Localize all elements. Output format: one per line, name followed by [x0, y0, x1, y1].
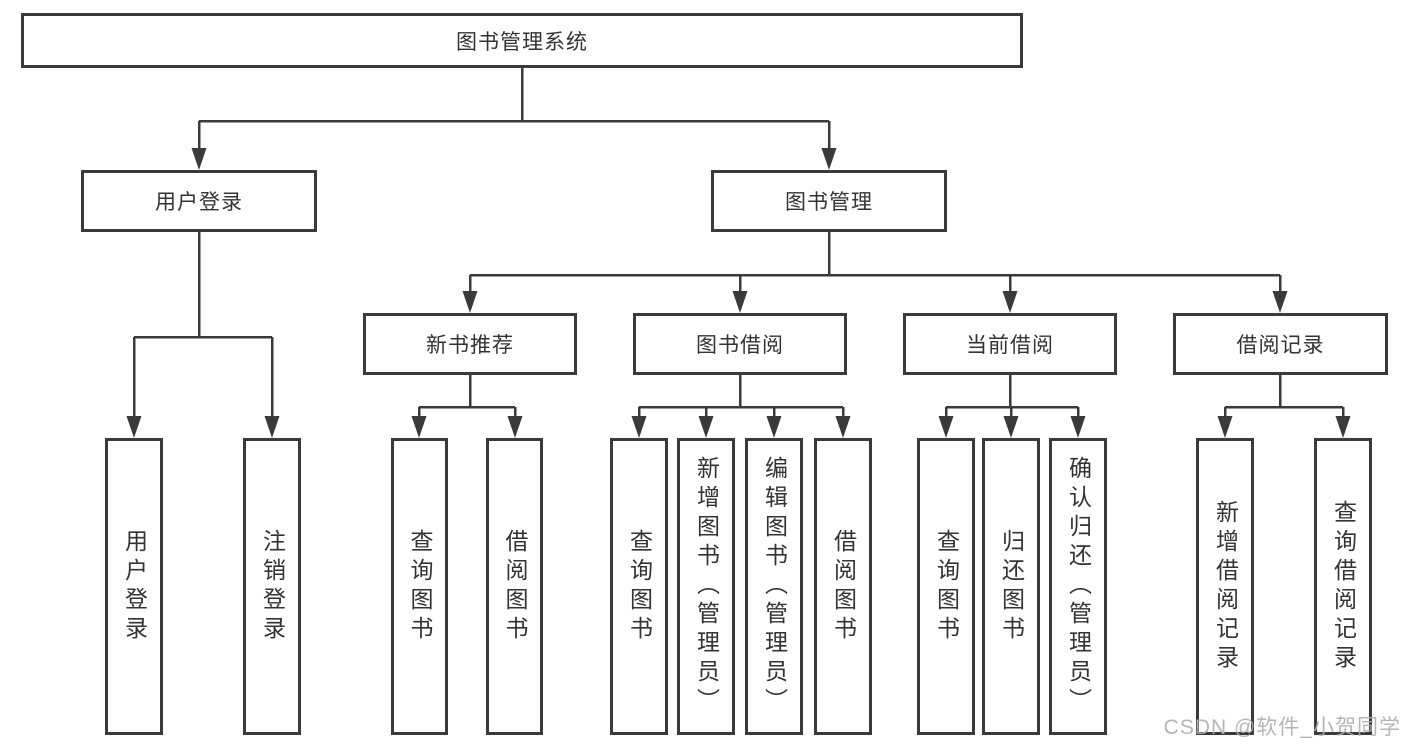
- leaf-current-query-books: 查询图书: [917, 438, 975, 735]
- leaf-recommend-query-books: 查询图书: [391, 438, 448, 735]
- leaf-borrow-borrow-books: 借阅图书: [814, 438, 872, 735]
- leaf-records-add-borrow-record: 新增借阅记录: [1196, 438, 1254, 735]
- leaf-recommend-borrow-books: 借阅图书: [486, 438, 543, 735]
- leaf-user-login: 用户登录: [105, 438, 163, 735]
- csdn-watermark: CSDN @软件_小贺同学: [1163, 716, 1401, 739]
- leaf-records-query-borrow-record: 查询借阅记录: [1314, 438, 1372, 735]
- node-current-borrow: 当前借阅: [903, 313, 1117, 375]
- node-new-book-recommend: 新书推荐: [363, 313, 577, 375]
- node-book-management: 图书管理: [711, 170, 947, 232]
- node-user-login: 用户登录: [81, 170, 317, 232]
- leaf-current-confirm-return-admin: 确认归还（管理员）: [1049, 438, 1107, 735]
- node-borrow-records: 借阅记录: [1173, 313, 1388, 375]
- leaf-current-return-books: 归还图书: [982, 438, 1040, 735]
- leaf-borrow-edit-books-admin: 编辑图书（管理员）: [745, 438, 803, 735]
- node-book-borrow: 图书借阅: [633, 313, 847, 375]
- node-library-management-system: 图书管理系统: [21, 13, 1023, 68]
- leaf-borrow-query-books: 查询图书: [610, 438, 668, 735]
- leaf-logout-login: 注销登录: [243, 438, 301, 735]
- leaf-borrow-add-books-admin: 新增图书（管理员）: [677, 438, 735, 735]
